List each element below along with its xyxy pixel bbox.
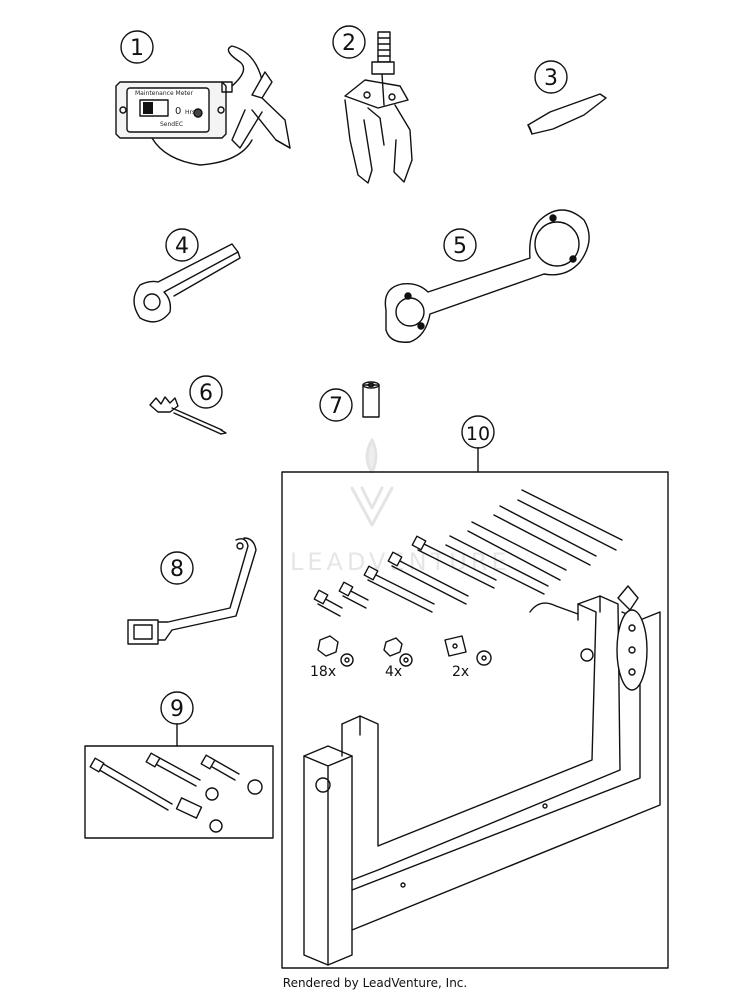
callout-circle-3	[534, 60, 568, 94]
part-10-work-stand[interactable]	[281, 415, 669, 969]
part-7-sleeve[interactable]	[319, 381, 380, 422]
meter-brand: SendEC	[160, 121, 183, 128]
meter-unit: Hrs	[185, 109, 195, 116]
part-5-hook-wrench[interactable]	[384, 209, 590, 343]
callout-circle-1	[120, 30, 154, 64]
part-4-pin-wrench[interactable]	[133, 228, 241, 323]
callout-label-1: 1	[130, 36, 144, 61]
callout-label-6: 6	[199, 381, 213, 406]
callout-label-2: 2	[342, 31, 356, 56]
qty-plates: 2x	[452, 664, 469, 680]
part-1-maintenance-meter[interactable]	[115, 30, 291, 166]
part-9-frame	[84, 745, 274, 839]
part-3-gauge-plate[interactable]	[527, 60, 607, 135]
callout-circle-5	[443, 228, 477, 262]
part-9-bolt-kit[interactable]	[84, 691, 274, 839]
callout-circle-7	[319, 388, 353, 422]
callout-circle-6	[189, 375, 223, 409]
part-10-frame	[281, 471, 669, 969]
callout-label-8: 8	[170, 557, 184, 582]
callout-circle-2	[332, 25, 366, 59]
part-6-gear-tool[interactable]	[149, 375, 227, 435]
qty-lock-nuts: 4x	[385, 664, 402, 680]
callout-label-7: 7	[329, 394, 343, 419]
part-2-puller[interactable]	[332, 25, 413, 184]
qty-nuts: 18x	[310, 664, 336, 680]
callout-label-9: 9	[170, 697, 184, 722]
callout-circle-8	[160, 551, 194, 585]
meter-reading: 0	[175, 106, 181, 117]
meter-title: Maintenance Meter	[135, 90, 193, 97]
callout-label-5: 5	[453, 234, 467, 259]
callout-label-3: 3	[544, 66, 558, 91]
watermark-logo	[350, 438, 394, 527]
part-8-bracket[interactable]	[127, 537, 257, 645]
callout-label-4: 4	[175, 234, 189, 259]
callout-circle-4	[165, 228, 199, 262]
footer-credit: Rendered by LeadVenture, Inc.	[282, 976, 468, 990]
callout-label-10: 10	[466, 423, 490, 445]
